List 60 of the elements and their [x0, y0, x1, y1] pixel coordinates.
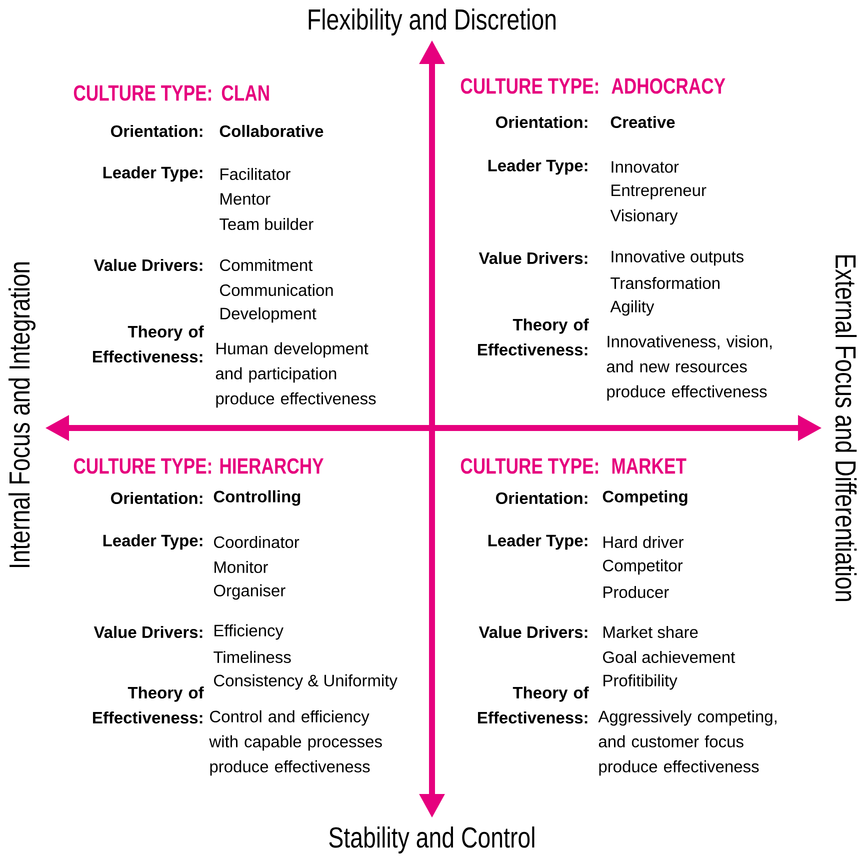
list-item: Communication	[220, 284, 333, 296]
axis-label-rotated: External Focus and Differentiation	[835, 255, 857, 601]
field-label: Orientation:	[110, 492, 202, 504]
field-label: Value Drivers:	[94, 626, 202, 638]
culture-type-heading: CULTURE TYPE:	[74, 458, 211, 474]
field-label: Leader Type:	[488, 159, 588, 175]
field-label: Orientation:	[496, 116, 588, 128]
list-item: Efficiency	[214, 624, 284, 640]
field-value: Collaborative	[220, 124, 324, 138]
culture-type-heading: CULTURE TYPE:	[460, 458, 598, 474]
field-label: Orientation:	[110, 124, 202, 138]
field-label: Value Drivers:	[478, 252, 588, 264]
field-label: Theory of Effectiveness:	[478, 686, 589, 724]
field-value: Creative	[610, 116, 675, 128]
field-label: Leader Type:	[488, 534, 588, 550]
list-item: Development	[220, 307, 316, 323]
culture-name: MARKET	[612, 458, 686, 474]
field-label: Orientation:	[496, 492, 588, 504]
list-item: Innovative outputs	[612, 250, 744, 266]
culture-name: HIERARCHY	[220, 458, 324, 474]
description: Innovativeness, vision, and new resources produce effectiveness	[606, 335, 772, 401]
list-item: Agility	[610, 300, 654, 316]
culture-type-heading: CULTURE TYPE:	[460, 78, 598, 94]
culture-name: CLAN	[222, 85, 269, 101]
axis-label: Flexibility and Discretion	[308, 8, 556, 36]
list-item: Team builder	[220, 218, 314, 230]
list-item: Innovator	[612, 161, 679, 173]
list-item: Consistency & Uniformity	[214, 674, 398, 690]
list-item: Competitor	[603, 559, 683, 575]
list-item: Producer	[604, 586, 669, 598]
list-item: Entrepreneur	[612, 184, 706, 200]
list-item: Timeliness	[214, 650, 291, 664]
field-label: Value Drivers:	[478, 626, 588, 638]
description: Human development and participation produce effectiveness	[216, 342, 376, 408]
field-value: Controlling	[214, 490, 300, 506]
list-item: Market share	[604, 626, 698, 638]
list-item: Profitibility	[604, 674, 678, 690]
description: Control and efficiency with capable processes produce effectiveness	[209, 710, 382, 776]
field-label: Theory of Effectiveness:	[478, 318, 589, 356]
axis-label: Stability and Control	[329, 826, 534, 854]
field-label: Leader Type:	[103, 166, 202, 182]
description: Aggressively competing, and customer focus produce effectiveness	[598, 710, 776, 776]
list-item: Facilitator	[220, 168, 290, 180]
field-value: Competing	[602, 490, 688, 506]
list-item: Commitment	[220, 258, 313, 272]
field-label: Theory of Effectiveness:	[93, 686, 204, 724]
list-item: Mentor	[220, 193, 270, 205]
list-item: Visionary	[610, 209, 678, 225]
list-item: Coordinator	[214, 536, 300, 548]
list-item: Hard driver	[604, 536, 684, 548]
list-item: Organiser	[214, 584, 286, 600]
culture-name: ADHOCRACY	[612, 78, 726, 94]
field-label: Leader Type:	[103, 534, 202, 550]
list-item: Monitor	[214, 560, 268, 574]
axis-label-rotated: Internal Focus and Integration	[8, 262, 36, 567]
list-item: Goal achievement	[603, 650, 736, 664]
field-label: Theory of Effectiveness:	[93, 325, 204, 363]
list-item: Transformation	[610, 276, 720, 290]
culture-type-heading: CULTURE TYPE:	[74, 85, 211, 101]
field-label: Value Drivers:	[94, 258, 202, 272]
